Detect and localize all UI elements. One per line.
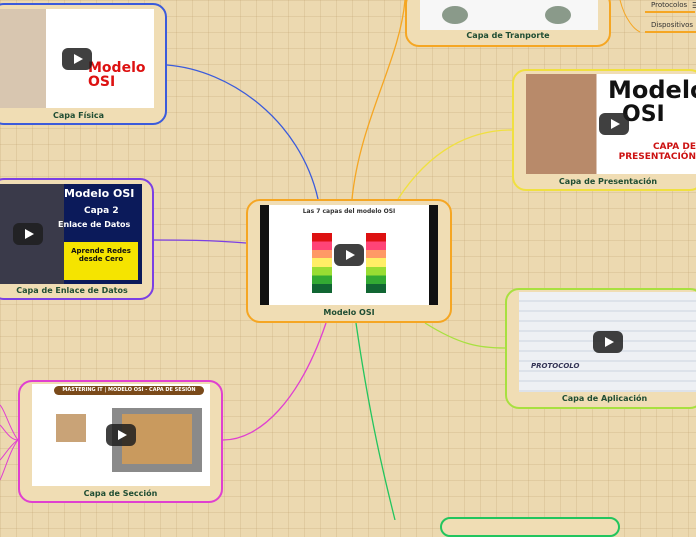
thumbnail-text: Capa 2 [84,206,119,216]
link-seccion [222,322,327,441]
video-thumbnail[interactable]: Las 7 capas del modelo OSI [260,205,438,305]
play-icon[interactable] [593,331,623,353]
node-capa-aplicacion[interactable]: PROTOCOLO Capa de Aplicación [505,288,696,409]
node-label: Capa de Tranporte [466,31,550,40]
underline [645,31,696,33]
video-thumbnail[interactable]: Modelo OSI CAPA DE PRESENTACIÓN [526,74,696,174]
thumbnail-text: Aprende Redes desde Cero [64,242,138,280]
link-side-items [619,0,641,33]
video-thumbnail[interactable]: Modelo OSI Capa 2 Enlace de Datos Aprend… [0,184,142,284]
play-icon[interactable] [13,223,43,245]
node-capa-presentacion[interactable]: Modelo OSI CAPA DE PRESENTACIÓN Capa de … [512,69,696,191]
device-image [545,6,571,24]
link-transporte [351,0,406,200]
node-capa-enlace[interactable]: Modelo OSI Capa 2 Enlace de Datos Aprend… [0,178,154,300]
thumbnail-text: CAPA DE PRESENTACIÓN [618,142,696,162]
side-item-dispositivos[interactable]: Dispositivos☰ [645,21,696,33]
video-thumbnail[interactable]: MASTERING IT | MODELO OSI - CAPA DE SESI… [32,384,210,486]
node-capa-seccion[interactable]: MASTERING IT | MODELO OSI - CAPA DE SESI… [18,380,223,503]
hamburger-menu-icon[interactable]: ☰ [691,1,696,10]
underline [645,11,696,13]
node-bottom[interactable] [440,517,620,537]
play-icon[interactable] [62,47,92,70]
thumbnail-text: OSI [622,102,665,127]
node-label: Modelo OSI [323,308,375,317]
node-label: Capa de Aplicación [561,394,648,403]
thumbnail-text: Las 7 capas del modelo OSI [302,208,396,215]
node-modelo-osi[interactable]: Las 7 capas del modelo OSI Modelo OSI [246,199,452,323]
thumbnail-text: Modelo [608,76,696,104]
node-label: Capa Física [52,111,105,120]
link-enlace [153,239,247,244]
side-item-label: Protocolos [651,1,688,9]
thumbnail-text: Enlace de Datos [58,220,131,229]
link-aplicacion [424,322,506,349]
layer-stack-image [366,233,386,293]
node-label: Capa de Sección [83,489,158,498]
play-icon[interactable] [599,113,629,135]
video-thumbnail[interactable]: Modelo OSI [0,9,154,108]
play-icon[interactable] [106,424,136,446]
side-item-label: Dispositivos [651,21,694,29]
node-capa-fisica[interactable]: Modelo OSI Capa Física [0,3,167,125]
device-image [442,6,468,24]
node-label: Capa de Enlace de Datos [16,286,128,295]
link-bottom [355,322,396,520]
thumbnail-text: Modelo OSI [88,60,146,90]
boxes-image [56,414,86,442]
link-fisica [166,64,319,200]
node-label: Capa de Presentación [558,177,658,186]
link-seccion-children [0,404,19,481]
connector-lines [0,0,641,520]
thumbnail-text: MASTERING IT | MODELO OSI - CAPA DE SESI… [54,386,204,395]
video-thumbnail[interactable] [420,0,598,30]
video-thumbnail[interactable]: PROTOCOLO [519,292,696,392]
link-presentacion [397,129,513,200]
side-item-protocolos[interactable]: Protocolos☰ [645,1,696,13]
node-capa-transporte[interactable]: Capa de Tranporte [405,0,611,47]
thumbnail-text: Modelo OSI [64,187,135,200]
play-icon[interactable] [334,244,364,266]
thumbnail-text: PROTOCOLO [531,362,580,370]
layer-stack-image [312,233,332,293]
